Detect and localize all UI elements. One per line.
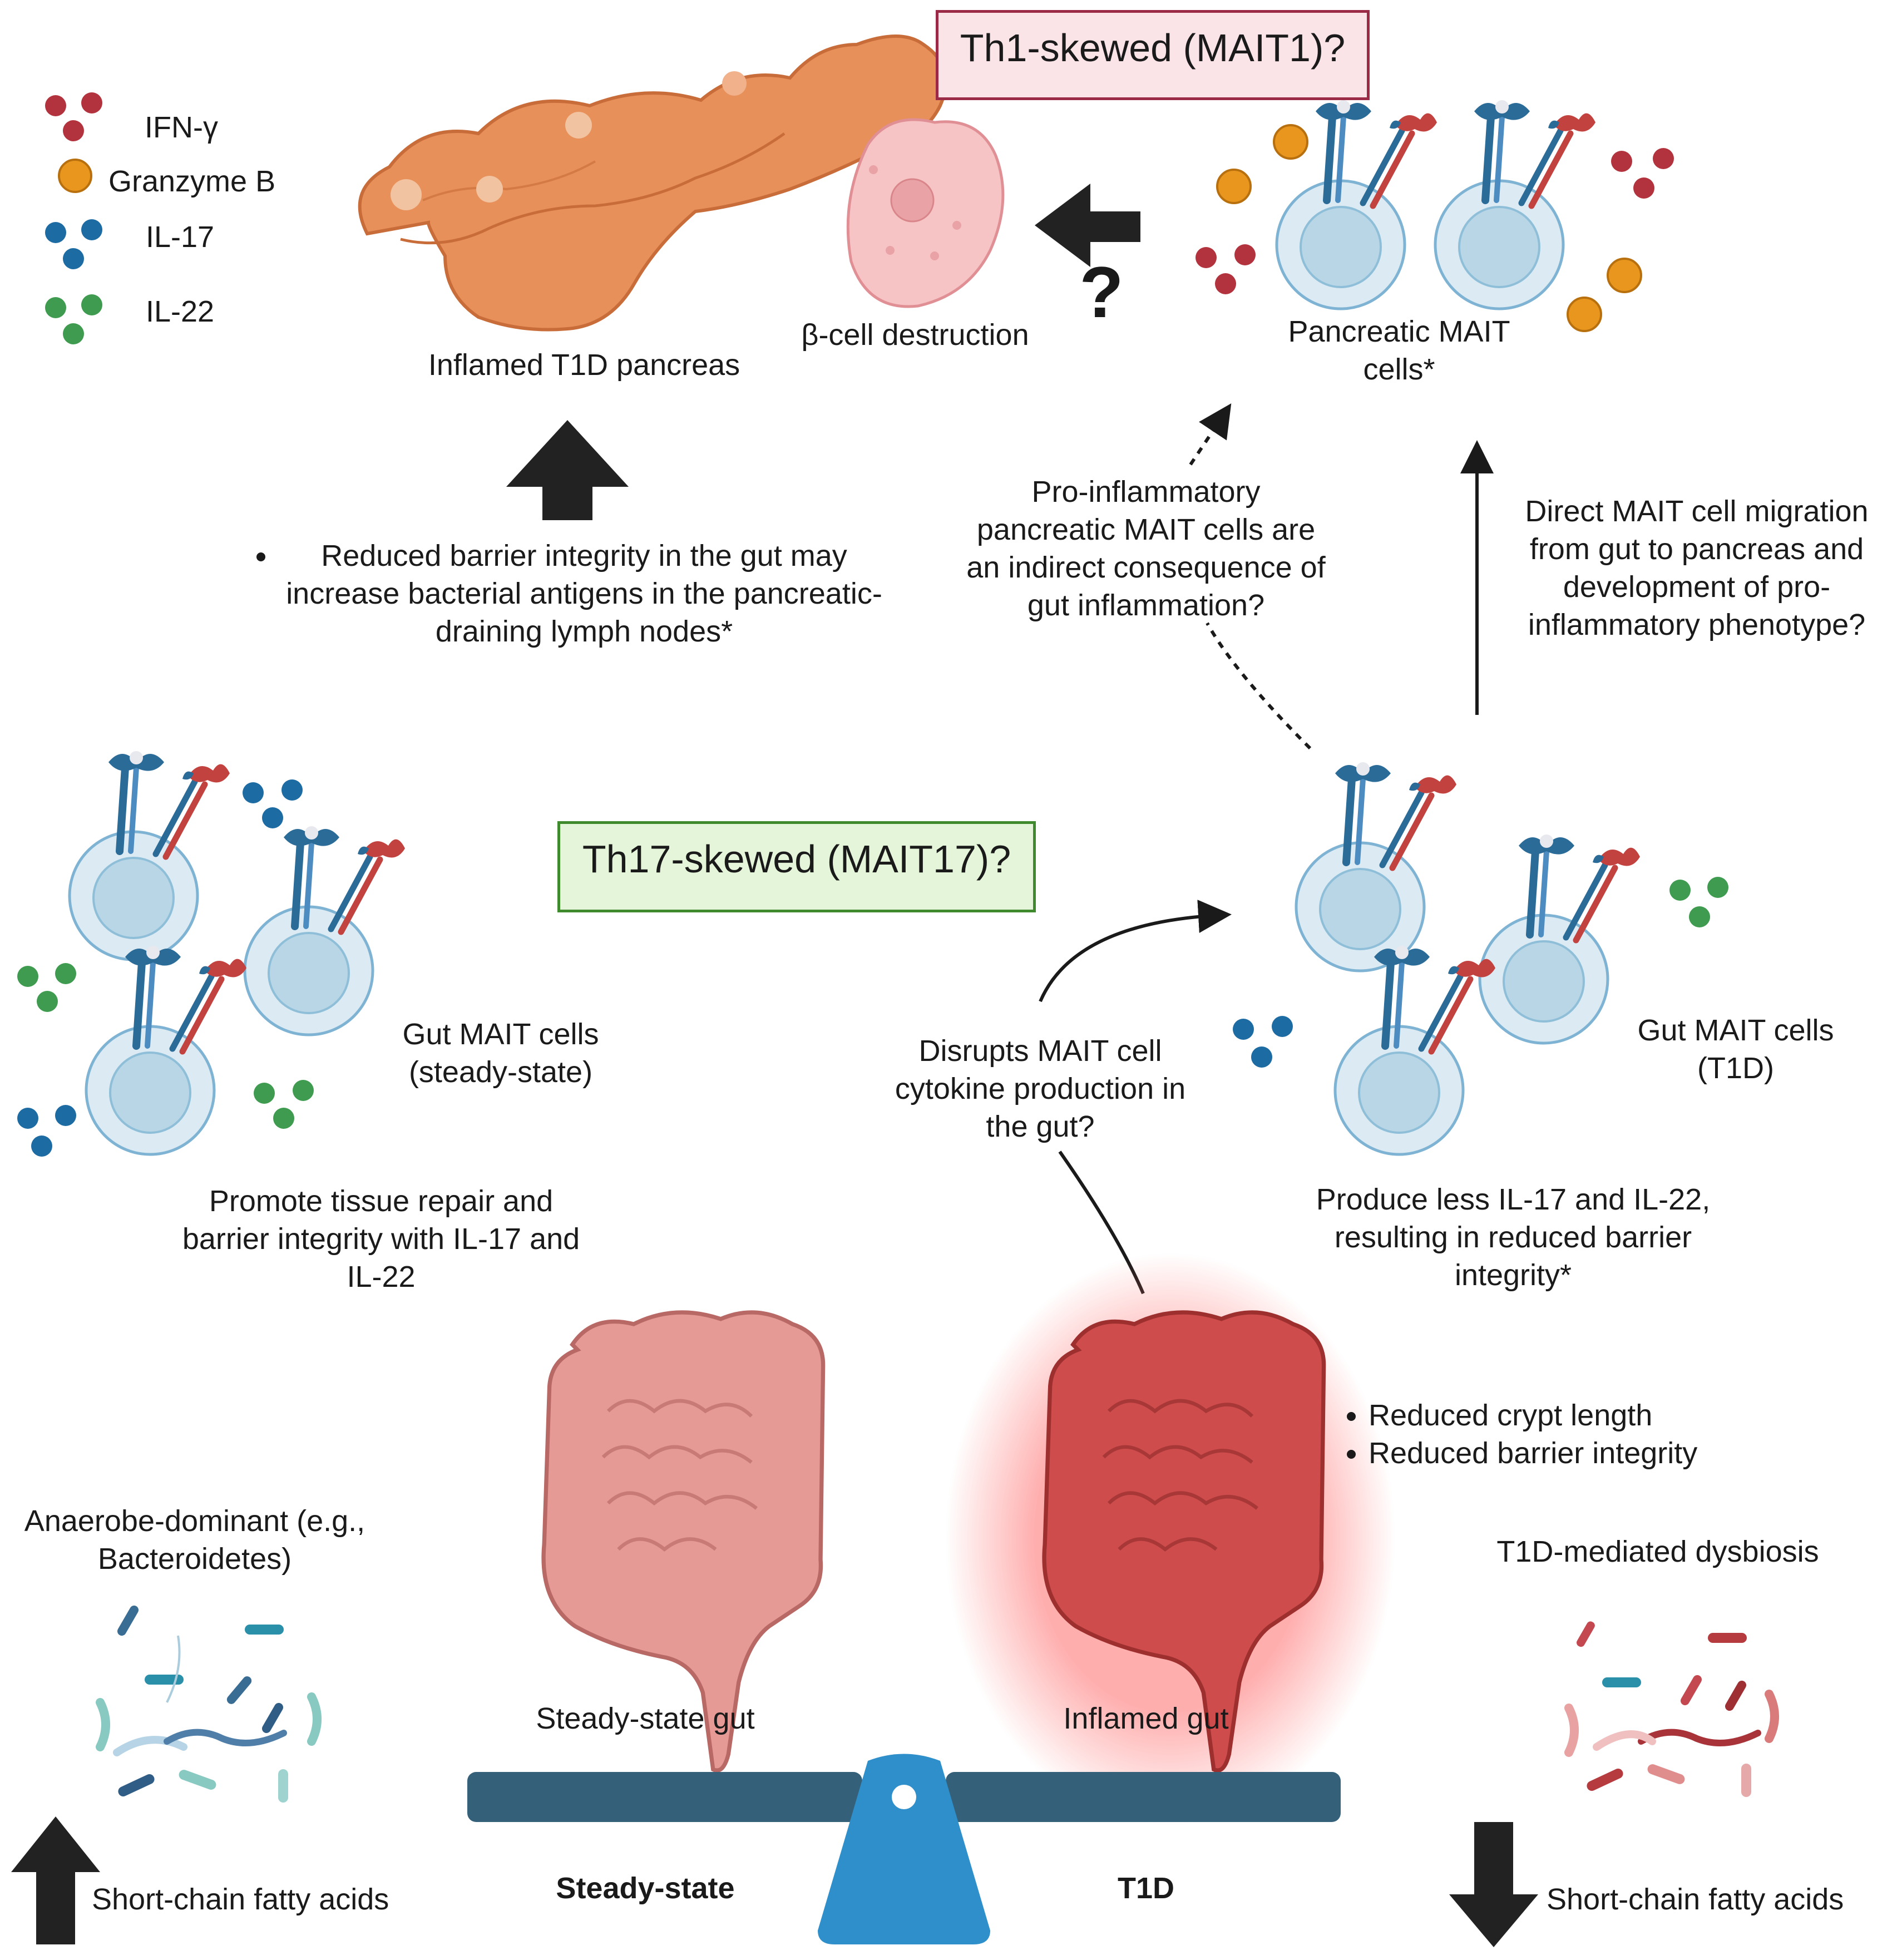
mait1-question-box: Th1-skewed (MAIT1)? bbox=[936, 10, 1370, 100]
legend-label-il-17: IL-17 bbox=[146, 220, 215, 254]
direct-migration-text: Direct MAIT cell migration from gut to p… bbox=[1525, 495, 1869, 641]
barrier-bullet: Reduced barrier integrity in the gut may… bbox=[278, 537, 890, 650]
legend-il-22-icon bbox=[45, 294, 102, 344]
legend-il-17-icon bbox=[45, 219, 102, 269]
scale-t1d-label: T1D bbox=[1117, 1872, 1174, 1905]
scale-fulcrum bbox=[818, 1754, 990, 1944]
indirect-dotted-arrow bbox=[1206, 622, 1312, 750]
dysbiosis-bacteria-cluster bbox=[1564, 1621, 1779, 1797]
gut-mait-steady-label: Gut MAIT cells (steady-state) bbox=[402, 1018, 599, 1089]
inflamed-gut-bullet-list: Reduced crypt length Reduced barrier int… bbox=[1335, 1396, 1791, 1472]
scale-steady-label: Steady-state bbox=[556, 1872, 735, 1905]
anaerobe-label: Anaerobe-dominant (e.g., Bacteroidetes) bbox=[24, 1504, 365, 1576]
barrier-integrity-bullet: Reduced barrier integrity bbox=[1369, 1434, 1791, 1472]
anaerobe-bacteria-cluster bbox=[96, 1605, 322, 1803]
steady-state-cytokines bbox=[17, 779, 314, 1157]
beta-cell-label: β-cell destruction bbox=[801, 318, 1029, 352]
inflamed-gut-illustration bbox=[945, 1252, 1396, 1826]
crypt-length-bullet: Reduced crypt length bbox=[1369, 1396, 1791, 1434]
legend-label-il-22: IL-22 bbox=[146, 295, 215, 328]
beta-cell-illustration bbox=[846, 118, 1005, 308]
barrier-bullet-list: Reduced barrier integrity in the gut may… bbox=[245, 537, 890, 650]
scfa-up-arrow-icon bbox=[11, 1816, 100, 1944]
dysbiosis-label: T1D-mediated dysbiosis bbox=[1496, 1535, 1819, 1568]
inflamed-gut-label: Inflamed gut bbox=[1063, 1702, 1229, 1735]
legend-granzyme-b-icon bbox=[58, 159, 92, 193]
legend-label-ifn-gamma: IFN-γ bbox=[145, 111, 218, 144]
steady-state-gut-illustration bbox=[544, 1312, 823, 1770]
indirect-hypothesis-text: Pro-inflammatory pancreatic MAIT cells a… bbox=[966, 475, 1326, 622]
promote-repair-text: Promote tissue repair and barrier integr… bbox=[182, 1184, 580, 1293]
gut-mait-cell-steady-2 bbox=[245, 826, 405, 1035]
pancreatic-mait-label: Pancreatic MAIT cells* bbox=[1288, 315, 1510, 386]
legend-ifn-gamma-icon bbox=[45, 92, 102, 141]
steady-gut-label: Steady-state gut bbox=[536, 1702, 755, 1735]
mait17-question-box: Th17-skewed (MAIT17)? bbox=[557, 821, 1036, 912]
gut-mait-cell-t1d-3 bbox=[1335, 946, 1495, 1154]
gut-mait-cell-steady-1 bbox=[70, 751, 230, 960]
gut-mait-t1d-label: Gut MAIT cells (T1D) bbox=[1637, 1014, 1834, 1085]
pancreas-up-arrow-icon bbox=[506, 420, 629, 520]
scfa-right-label: Short-chain fatty acids bbox=[1547, 1883, 1844, 1916]
scale-beam-right bbox=[946, 1772, 1341, 1822]
produce-less-text: Produce less IL-17 and IL-22, resulting … bbox=[1316, 1183, 1711, 1292]
disrupts-curve-arrow bbox=[1039, 900, 1232, 1003]
scfa-down-arrow-icon bbox=[1449, 1822, 1538, 1947]
scale-beam-left bbox=[467, 1772, 862, 1822]
pancreatic-cytokines bbox=[1195, 124, 1674, 332]
gut-mait-cell-t1d-1 bbox=[1296, 762, 1456, 971]
disrupts-text: Disrupts MAIT cell cytokine production i… bbox=[895, 1034, 1186, 1143]
question-mark: ? bbox=[1079, 251, 1124, 333]
scfa-left-label: Short-chain fatty acids bbox=[92, 1883, 389, 1916]
destruction-arrow-icon bbox=[1035, 184, 1140, 267]
gut-mait-cell-steady-3 bbox=[86, 946, 246, 1154]
pancreatic-mait-cell-2 bbox=[1435, 100, 1595, 309]
pancreas-label: Inflamed T1D pancreas bbox=[428, 348, 740, 382]
legend-label-granzyme-b: Granzyme B bbox=[108, 165, 276, 198]
t1d-cytokines bbox=[1233, 877, 1728, 1068]
